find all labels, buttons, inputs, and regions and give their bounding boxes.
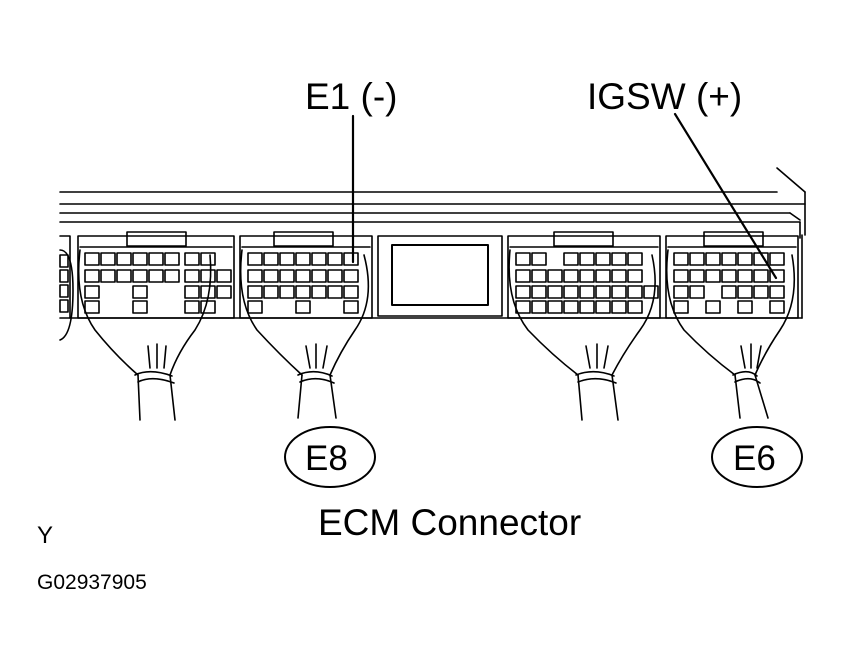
e8-oval: [284, 426, 376, 488]
ecm-housing: [59, 167, 806, 319]
figure-id: G02937905: [37, 571, 147, 594]
connector-partial-left: [59, 235, 74, 341]
e6-oval: [711, 426, 803, 488]
diagram-title: ECM Connector: [318, 502, 582, 543]
connector-label-e6: E6: [733, 439, 776, 478]
center-window-inner: [391, 244, 489, 306]
pin-label-e1: E1 (-): [305, 76, 398, 117]
connector-label-e8: E8: [305, 439, 348, 478]
connector-e8: [239, 231, 373, 419]
view-letter: Y: [37, 522, 54, 549]
leader-line-igsw: [673, 112, 778, 280]
connector-unlabeled-1: [77, 231, 235, 421]
pin-label-igsw: IGSW (+): [587, 76, 743, 117]
center-window: [377, 235, 503, 317]
connector-unlabeled-3: [507, 231, 661, 421]
connector-e6: [665, 231, 799, 419]
